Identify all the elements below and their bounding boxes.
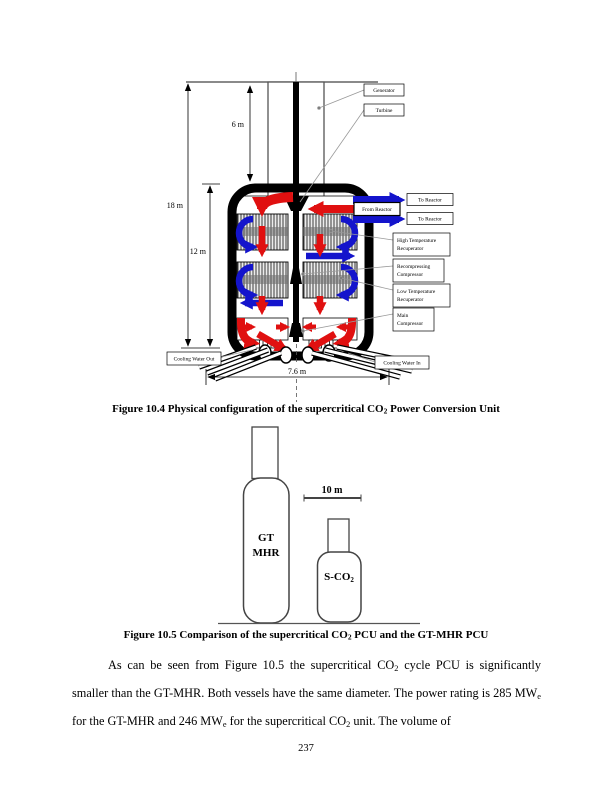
svg-text:6 m: 6 m: [232, 120, 245, 129]
main-compressor-icon: [289, 323, 303, 337]
turbine-label: Turbine: [363, 103, 405, 117]
figure-10-5-caption: Figure 10.5 Comparison of the supercriti…: [123, 629, 489, 642]
svg-text:7.6 m: 7.6 m: [288, 367, 307, 376]
svg-text:Low Temperature: Low Temperature: [397, 289, 436, 295]
hot-flow-arrows: [236, 192, 392, 353]
diagram-labels: Generator Turbine To Reactor From Reacto…: [166, 83, 454, 370]
gt-mhr-vessel: GT MHR: [242, 426, 290, 624]
dimension-18m: 18 m: [167, 83, 192, 347]
svg-text:Turbine: Turbine: [376, 108, 393, 114]
turbomachine-shaft: [284, 82, 309, 342]
svg-text:Cooling Water In: Cooling Water In: [383, 361, 420, 367]
page-number: 237: [298, 743, 314, 754]
recompressing-compressor-label: Recompressing Compressor: [392, 258, 445, 283]
figure-10-4-caption: Figure 10.4 Physical configuration of th…: [112, 403, 500, 416]
to-reactor-top-label: To Reactor: [406, 193, 454, 206]
svg-text:18 m: 18 m: [167, 201, 184, 210]
sco2-vessel: S-CO2: [316, 518, 362, 623]
svg-text:Recompressing: Recompressing: [397, 264, 431, 270]
dimension-6m: 6 m: [232, 85, 254, 182]
svg-text:To Reactor: To Reactor: [418, 198, 442, 204]
svg-text:Compressor: Compressor: [397, 321, 423, 327]
svg-text:10 m: 10 m: [322, 485, 344, 496]
figure-10-5: GT MHR 10 m S-CO2: [218, 426, 420, 625]
lt-recuperator-label: Low Temperature Recuperator: [392, 283, 451, 308]
svg-text:Cooling Water Out: Cooling Water Out: [174, 357, 215, 363]
dimension-7-6m: 7.6 m: [205, 365, 390, 385]
to-reactor-bottom-label: To Reactor: [406, 212, 454, 225]
label-leader-lines: [220, 89, 394, 363]
body-paragraph: As can be seen from Figure 10.5 the supe…: [72, 658, 541, 729]
svg-text:High Temperature: High Temperature: [397, 238, 437, 244]
svg-text:GT: GT: [258, 532, 275, 544]
top-support-line: [186, 72, 378, 83]
svg-text:Recuperator: Recuperator: [397, 297, 424, 303]
recompressing-compressor-icon: [290, 268, 302, 284]
svg-text:Compressor: Compressor: [397, 272, 423, 278]
svg-text:To Reactor: To Reactor: [418, 217, 442, 223]
svg-text:Recuperator: Recuperator: [397, 246, 424, 252]
generator-label: Generator: [363, 83, 405, 97]
ht-recuperator-label: High Temperature Recuperator: [392, 232, 451, 257]
figure-10-4: 6 m 18 m 12 m 7.6 m: [166, 72, 454, 402]
cooling-water-in-label: Cooling Water In: [374, 355, 430, 370]
svg-text:S-CO2: S-CO2: [324, 571, 354, 584]
main-compressor-label: Main Compressor: [392, 307, 435, 332]
svg-text:From Reactor: From Reactor: [362, 207, 392, 213]
dimension-12m: 12 m: [190, 183, 220, 347]
svg-text:Generator: Generator: [373, 88, 395, 94]
scale-bar-10m: 10 m: [303, 485, 362, 502]
from-reactor-label: From Reactor: [353, 201, 401, 217]
svg-text:MHR: MHR: [253, 547, 281, 559]
cooling-water-out-label: Cooling Water Out: [166, 351, 222, 366]
svg-text:12 m: 12 m: [190, 247, 207, 256]
svg-text:Main: Main: [397, 313, 409, 319]
